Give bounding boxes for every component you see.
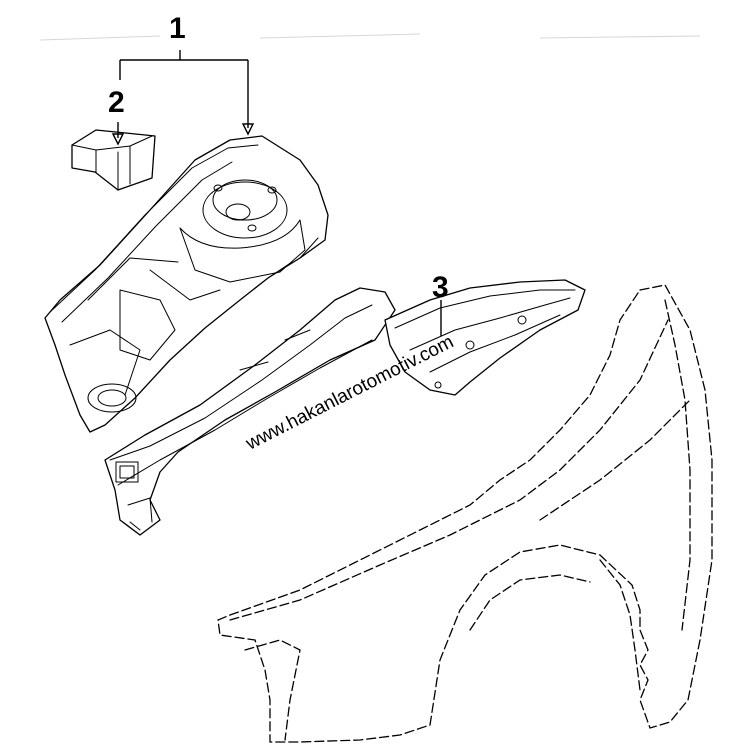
callout-2: 2 xyxy=(108,86,125,119)
part-2-bracket xyxy=(71,129,156,191)
fender-outline xyxy=(217,284,713,743)
background-bleed xyxy=(39,33,701,41)
part-1-apron-panel xyxy=(44,135,329,433)
arrowhead-2 xyxy=(111,133,125,146)
part-3-extension xyxy=(384,279,586,396)
callout-3: 3 xyxy=(432,271,449,304)
frame-rail xyxy=(104,287,396,536)
leader-lines xyxy=(111,50,442,336)
callout-1: 1 xyxy=(169,12,186,45)
arrowhead-1 xyxy=(241,123,255,136)
